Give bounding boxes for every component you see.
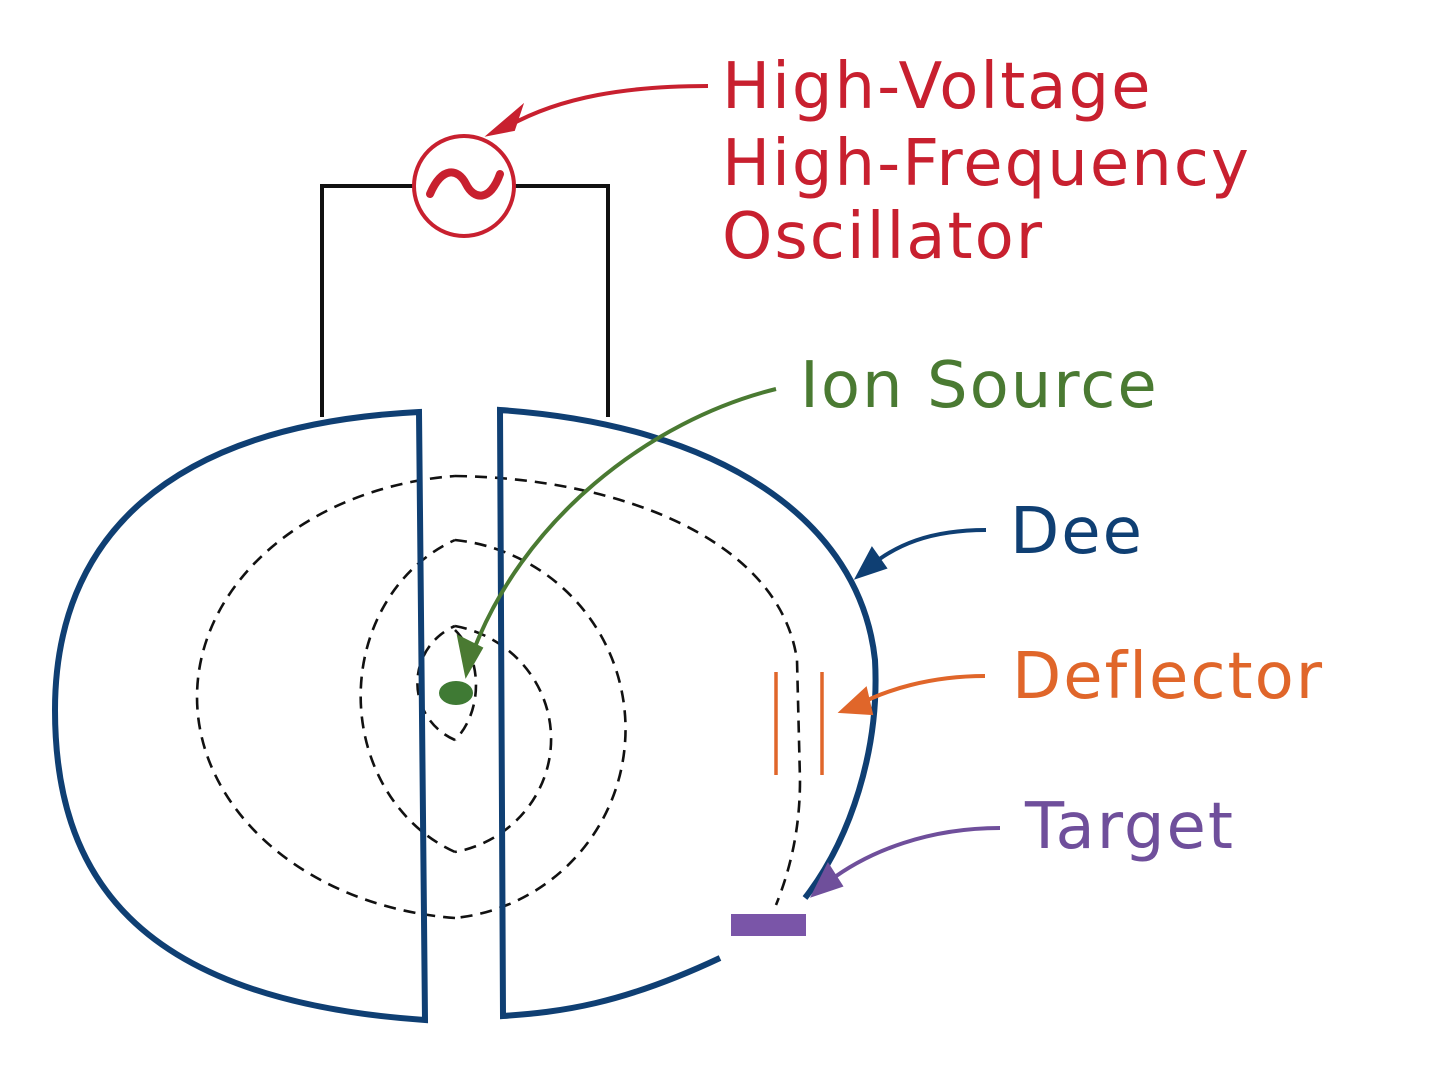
dee-arrow — [866, 528, 987, 570]
deflector-label: Deflector — [1012, 640, 1324, 714]
ion-source-label: Ion Source — [800, 349, 1159, 423]
oscillator-arrow — [503, 84, 709, 130]
oscillator-label-line1: High-Voltage — [722, 50, 1153, 124]
target-arrow — [826, 826, 1001, 884]
oscillator — [412, 134, 516, 238]
target-block — [731, 914, 806, 936]
dee-label: Dee — [1010, 495, 1144, 569]
oscillator-label-line2: High-Frequency — [722, 127, 1251, 201]
arrows — [456, 84, 1001, 898]
oscillator-wave-icon — [426, 168, 504, 200]
circuit-wires — [320, 184, 610, 417]
dee-right-upper — [496, 406, 879, 1020]
oscillator-label-line3: Oscillator — [722, 200, 1044, 274]
dees — [51, 406, 879, 1024]
deflector-plates — [774, 672, 824, 775]
ion-source-arrow — [468, 387, 777, 661]
ion-source-dot — [439, 681, 473, 705]
labels: High-Voltage High-Frequency Oscillator I… — [722, 50, 1324, 864]
wire-left — [320, 184, 413, 417]
target-label: Target — [1024, 790, 1235, 864]
dee-left — [51, 408, 429, 1024]
wire-right — [515, 184, 610, 417]
